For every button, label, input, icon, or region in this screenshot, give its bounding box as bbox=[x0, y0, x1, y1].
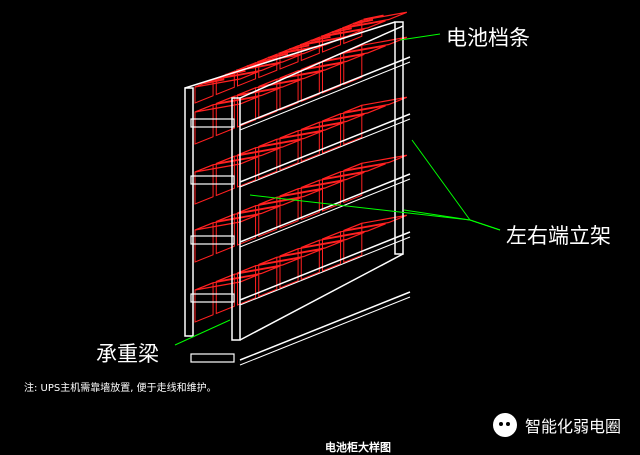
battery-front bbox=[322, 113, 342, 154]
leader-line bbox=[403, 209, 501, 231]
battery-terminal bbox=[257, 57, 278, 64]
battery-front bbox=[279, 130, 299, 171]
battery-front bbox=[279, 188, 299, 229]
battery-terminal bbox=[299, 40, 321, 47]
battery-front bbox=[237, 265, 257, 306]
rack-frame bbox=[184, 21, 411, 366]
drawing-caption: 电池柜大样图 bbox=[325, 441, 391, 454]
battery-front bbox=[279, 70, 299, 111]
battery-front bbox=[343, 44, 363, 86]
load-beam-lower bbox=[239, 118, 411, 188]
bottom-rail bbox=[239, 253, 404, 341]
load-beam-lower bbox=[239, 236, 411, 306]
shelf-crossbar bbox=[190, 235, 235, 245]
battery-front bbox=[258, 138, 278, 180]
leader-lines bbox=[174, 33, 501, 346]
battery-front bbox=[300, 179, 320, 221]
watermark: 智能化弱电圈 bbox=[493, 413, 621, 437]
battery-front bbox=[215, 95, 235, 137]
battery-terminal bbox=[331, 27, 352, 34]
battery-front bbox=[322, 171, 342, 212]
shelf-crossbar bbox=[190, 118, 235, 128]
battery-front bbox=[322, 231, 342, 272]
battery-terminal bbox=[289, 44, 310, 51]
battery-front bbox=[343, 222, 363, 264]
battery-front bbox=[215, 155, 235, 197]
battery-terminal bbox=[363, 14, 384, 21]
back-post bbox=[394, 21, 404, 255]
battery-front bbox=[258, 78, 278, 120]
top-rail bbox=[239, 25, 404, 99]
load-beam bbox=[239, 231, 411, 301]
top-rail bbox=[184, 21, 396, 89]
battery-front bbox=[215, 213, 235, 255]
battery-terminal bbox=[267, 52, 289, 59]
leader-line bbox=[174, 319, 231, 346]
battery-front bbox=[258, 256, 278, 298]
battery-front bbox=[300, 61, 320, 103]
battery-terminal bbox=[352, 18, 374, 25]
battery-terminal bbox=[204, 78, 225, 85]
leader-line bbox=[399, 33, 441, 41]
battery-terminal bbox=[310, 35, 331, 42]
battery-front bbox=[279, 248, 299, 289]
leader-line bbox=[411, 139, 501, 231]
battery-front bbox=[194, 164, 214, 205]
front-post-left bbox=[184, 87, 194, 337]
label-battery-retainer: 电池档条 bbox=[446, 26, 530, 50]
battery-front bbox=[215, 273, 235, 315]
battery-front bbox=[237, 87, 257, 128]
shelf-crossbar bbox=[190, 293, 235, 303]
battery-terminal bbox=[214, 74, 236, 81]
load-beam bbox=[239, 291, 411, 361]
battery-front bbox=[258, 196, 278, 238]
battery-front bbox=[194, 104, 214, 145]
leader-line bbox=[249, 194, 501, 231]
battery-front bbox=[194, 282, 214, 323]
load-beam-lower bbox=[239, 61, 411, 131]
shelf-crossbar bbox=[190, 175, 235, 185]
shelf-crossbar bbox=[190, 353, 235, 363]
battery-front bbox=[300, 239, 320, 281]
load-beam-lower bbox=[239, 296, 411, 366]
battery-front bbox=[237, 147, 257, 188]
battery-terminal bbox=[278, 48, 299, 55]
battery-front bbox=[343, 104, 363, 146]
label-end-frames: 左右端立架 bbox=[506, 224, 611, 248]
battery-terminal bbox=[320, 31, 342, 38]
battery-front bbox=[194, 222, 214, 263]
label-load-beam: 承重梁 bbox=[96, 342, 159, 366]
load-beam bbox=[239, 56, 411, 126]
battery-rows bbox=[194, 11, 408, 323]
load-beam-lower bbox=[239, 178, 411, 248]
watermark-text: 智能化弱电圈 bbox=[525, 417, 622, 436]
battery-front bbox=[300, 121, 320, 163]
front-post-right bbox=[231, 97, 241, 341]
battery-front bbox=[237, 205, 257, 246]
wechat-icon bbox=[493, 413, 517, 437]
installation-note: 注: UPS主机需靠墙放置, 便于走线和维护。 bbox=[24, 383, 217, 394]
battery-front bbox=[343, 162, 363, 204]
load-beam bbox=[239, 173, 411, 243]
load-beam bbox=[239, 113, 411, 183]
battery-terminal bbox=[342, 23, 363, 30]
